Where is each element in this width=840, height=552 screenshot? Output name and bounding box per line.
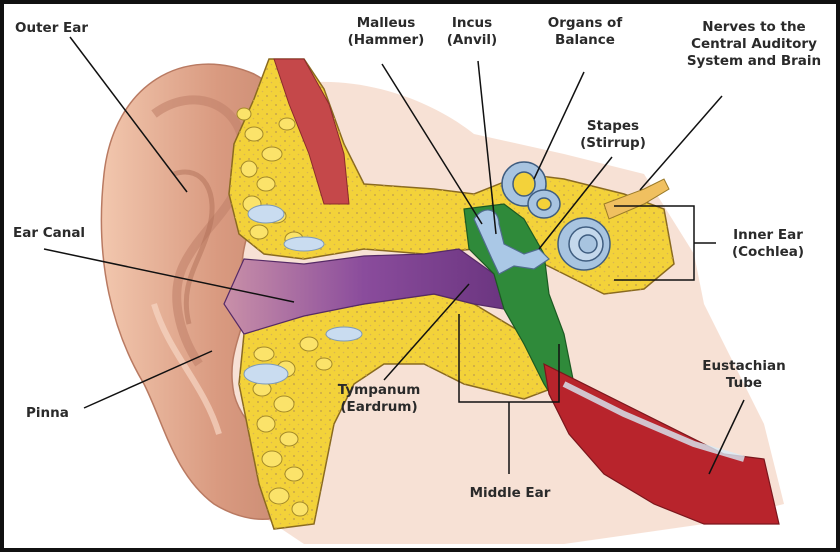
leader-eustachian [708, 399, 745, 475]
label-ear-canal: Ear Canal [13, 225, 86, 241]
label-tympanum: Tympanum (Eardrum) [337, 382, 421, 415]
label-malleus: Malleus (Hammer) [347, 15, 425, 48]
auditory-nerve [603, 178, 670, 220]
leader-lines [43, 36, 745, 475]
leader-nerves [639, 95, 723, 191]
label-middle-ear: Middle Ear [469, 485, 551, 501]
label-inner-ear: Inner Ear (Cochlea) [731, 227, 805, 260]
label-outer-ear: Outer Ear [15, 20, 89, 36]
muscle-band [273, 58, 350, 205]
leader-pinna [83, 350, 213, 409]
label-incus: Incus (Anvil) [446, 15, 498, 48]
leader-ear-canal [43, 248, 295, 303]
ossicles-shape [473, 209, 550, 275]
label-eustachian-tube: Eustachian Tube [702, 358, 786, 391]
leader-organs-balance [533, 71, 585, 180]
air-cell-lower-2 [325, 326, 363, 342]
leader-malleus [381, 63, 483, 225]
air-cell-lower [243, 363, 289, 385]
label-nerves: Nerves to the Central Auditory System an… [686, 19, 822, 69]
air-cell-upper [247, 204, 285, 224]
leader-tympanum [383, 283, 470, 381]
cartilage-cells-lower [252, 336, 333, 517]
label-pinna: Pinna [26, 405, 69, 421]
leader-incus [477, 60, 497, 235]
ear-canal-shape [223, 248, 505, 335]
pinna-lobe-highlight [151, 303, 222, 435]
pinna-antihelix [173, 169, 215, 325]
label-stapes: Stapes (Stirrup) [580, 118, 646, 151]
inner-ear-structures [501, 161, 611, 271]
pinna-helix-fold [151, 95, 249, 367]
leader-stapes [538, 156, 613, 250]
label-organs-of-balance: Organs of Balance [547, 15, 623, 48]
temporal-bone-lower-texture [239, 294, 564, 529]
leader-outer-ear [69, 36, 188, 193]
ear-anatomy-illustration [43, 36, 784, 544]
air-cell-upper-2 [283, 236, 325, 252]
